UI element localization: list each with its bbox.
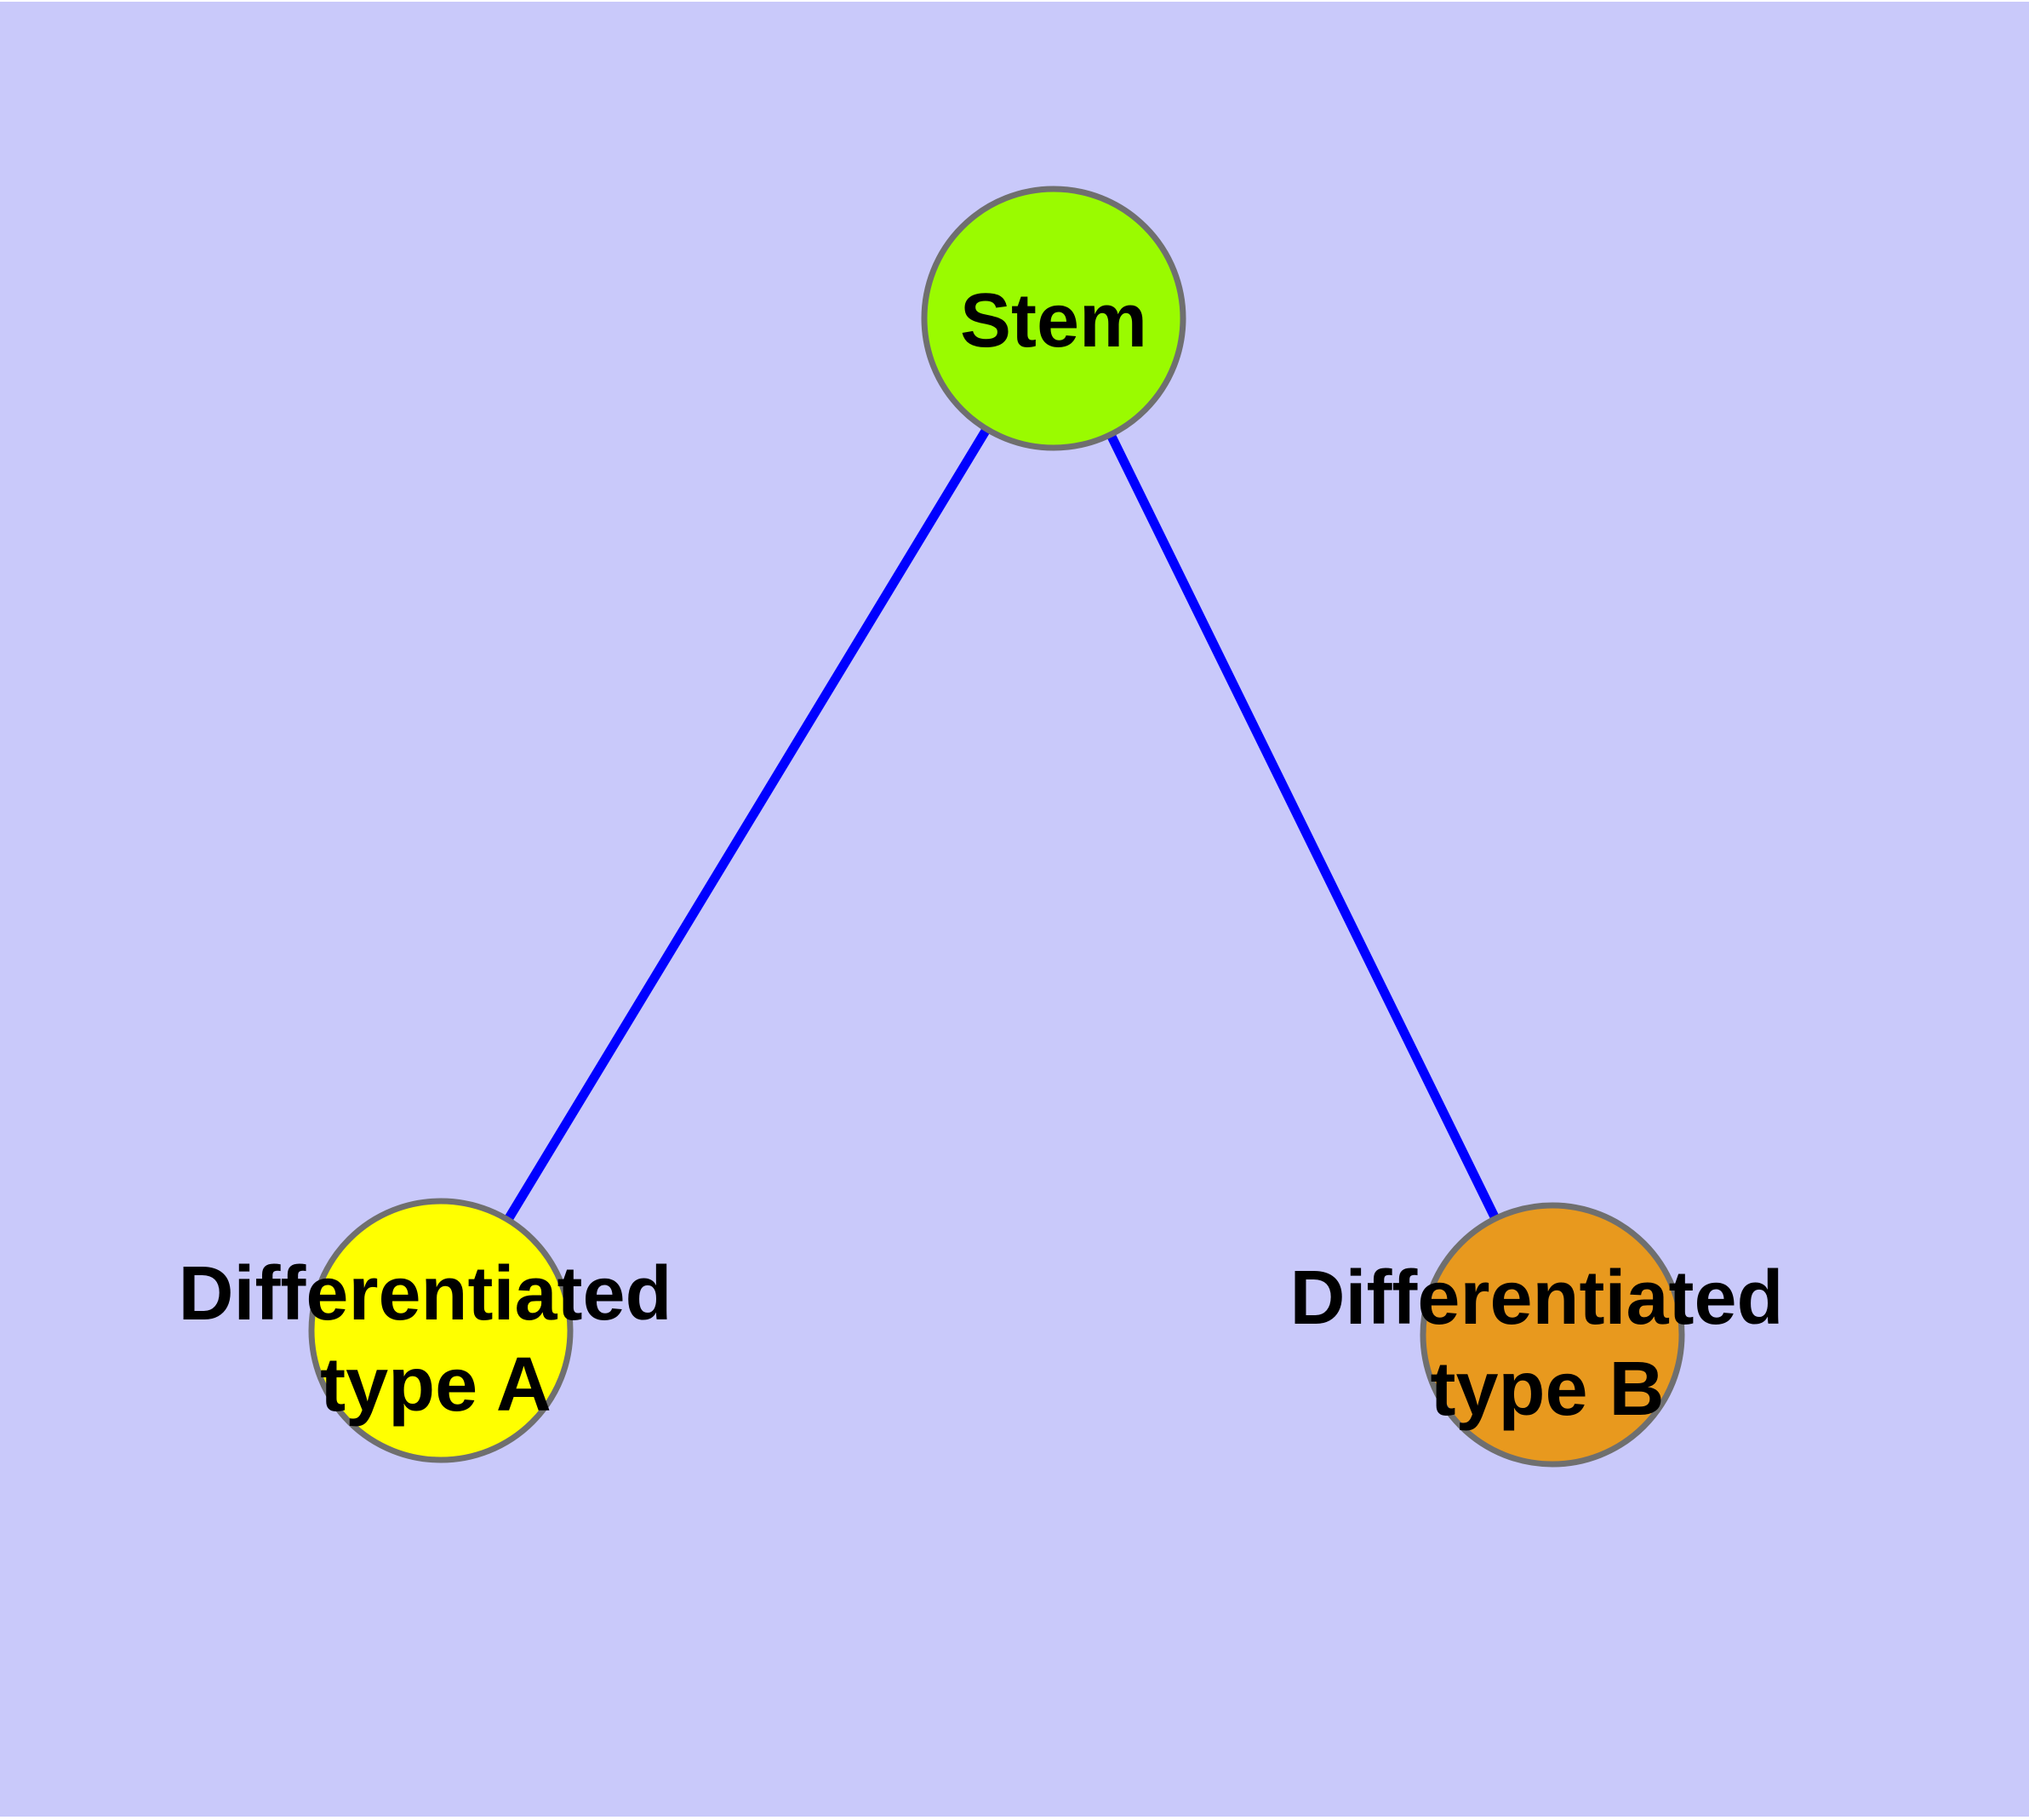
node-type-a-label: Differentiated type A (178, 1251, 693, 1428)
node-stem-label: Stem (960, 278, 1147, 363)
node-type-b-label: Differentiated type B (1289, 1256, 1804, 1432)
node-type-b-label-line2: type B (1430, 1347, 1664, 1432)
node-type-a-circle (308, 1198, 574, 1463)
node-type-b-label-line1: Differentiated (1289, 1256, 1783, 1341)
node-type-a-label-line2: type A (320, 1342, 552, 1428)
node-stem-circle (921, 186, 1186, 451)
node-type-b-circle (1420, 1202, 1685, 1468)
edge-stem-to-type-a (437, 316, 1058, 1333)
node-type-a-label-line1: Differentiated (178, 1251, 672, 1336)
edge-stem-to-type-b (1049, 316, 1557, 1337)
